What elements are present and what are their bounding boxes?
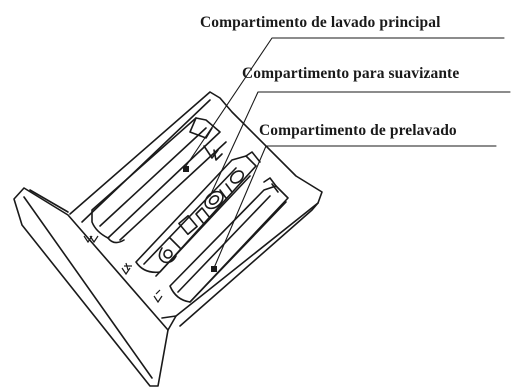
wash-symbol-icon [121,262,132,276]
leader-line-softener [209,91,511,197]
drawer-body-outline [69,91,323,331]
label-softener-compartment: Compartimento para suavizante [242,65,460,82]
label-main-wash-compartment: Compartimento de lavado principal [200,14,441,31]
prewash-symbol-icon [153,289,163,304]
detergent-symbol-icon [83,235,99,244]
label-prewash-compartment: Compartimento de prelavado [259,122,457,139]
square-marker-icon [211,266,217,272]
leader-line-main-wash [185,37,505,167]
main-wash-compartment [91,117,227,244]
leader-lines [185,37,511,269]
square-marker-icon [183,166,189,172]
softener-compartment [135,151,261,277]
drawer-front-panel [13,187,169,387]
leader-line-prewash [213,145,497,269]
